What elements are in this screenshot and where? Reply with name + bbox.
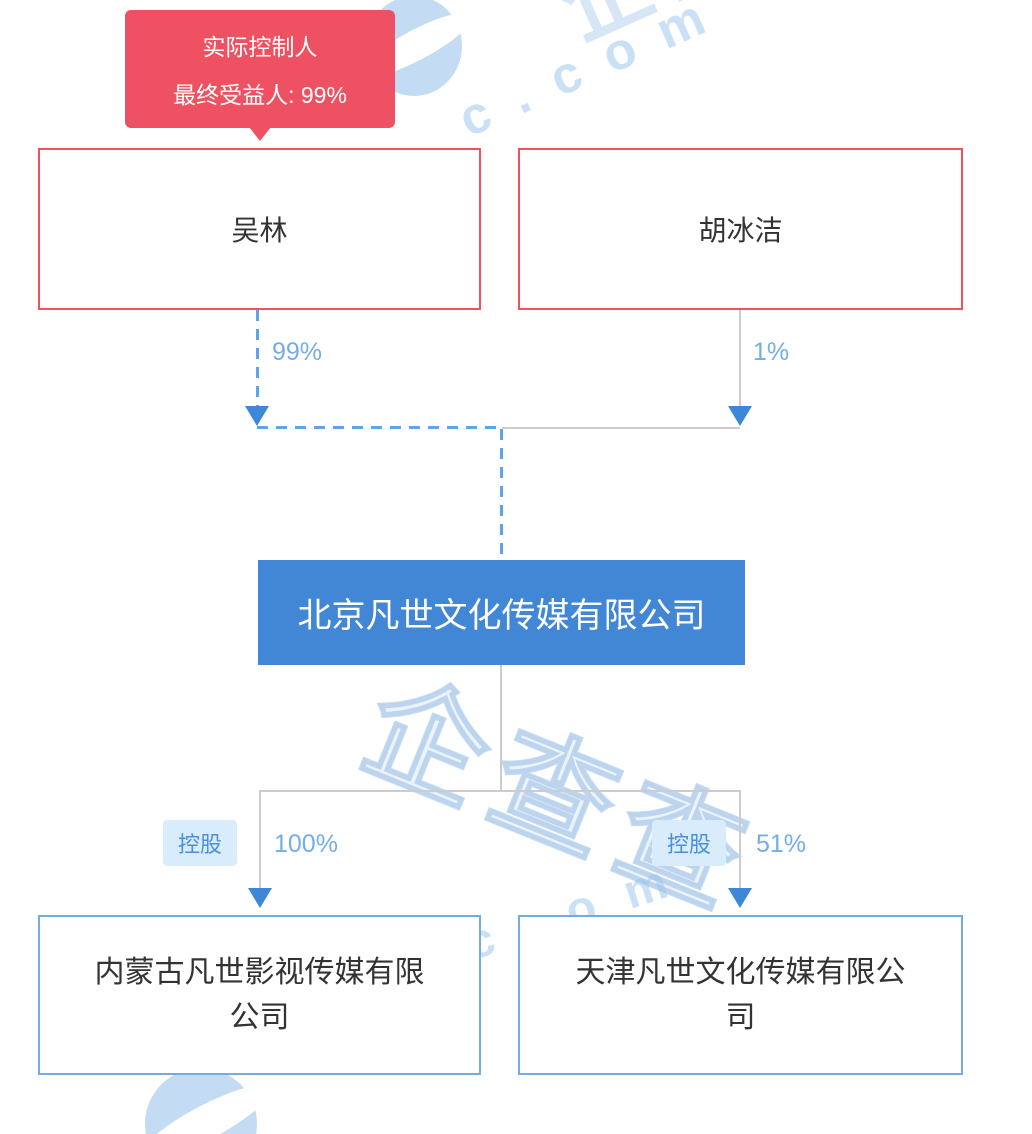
company-name: 北京凡世文化传媒有限公司 bbox=[297, 597, 706, 635]
arrow-down-icon bbox=[245, 406, 269, 426]
subsidiary-node[interactable]: 内蒙古凡世影视传媒有限公司 bbox=[38, 915, 481, 1075]
controller-tooltip-line2: 最终受益人: 99% bbox=[173, 82, 347, 108]
ownership-percent: 1% bbox=[753, 338, 790, 366]
watermark-brand-text: 企查查 bbox=[344, 656, 775, 937]
ownership-percent: 100% bbox=[274, 830, 338, 858]
holding-tag: 控股 bbox=[163, 820, 238, 866]
connector-line bbox=[256, 310, 259, 406]
arrow-down-icon bbox=[248, 888, 272, 908]
watermark-logo-icon bbox=[145, 1068, 257, 1134]
watermark-brand-partial-text: 企查 bbox=[538, 0, 776, 64]
connector-line bbox=[739, 310, 741, 406]
arrow-down-icon bbox=[728, 888, 752, 908]
company-node[interactable]: 北京凡世文化传媒有限公司 bbox=[258, 560, 745, 665]
controller-tooltip: 实际控制人 最终受益人: 99% bbox=[125, 10, 395, 141]
subsidiary-node[interactable]: 天津凡世文化传媒有限公司 bbox=[518, 915, 963, 1075]
subsidiary-name: 内蒙古凡世影视传媒有限公司 bbox=[94, 956, 425, 1034]
connector-line bbox=[259, 790, 261, 888]
ownership-percent: 51% bbox=[756, 830, 807, 858]
connector-line bbox=[257, 426, 502, 429]
ownership-percent: 99% bbox=[272, 338, 323, 366]
connector-line bbox=[502, 427, 740, 429]
holding-tag: 控股 bbox=[652, 820, 727, 866]
shareholder-name: 胡冰洁 bbox=[698, 215, 783, 246]
arrow-down-icon bbox=[728, 406, 752, 426]
connector-line bbox=[500, 429, 503, 560]
connector-line bbox=[739, 790, 741, 888]
subsidiary-name: 天津凡世文化传媒有限公司 bbox=[575, 956, 906, 1034]
watermark-domain-text: c.com bbox=[450, 0, 739, 149]
connector-line bbox=[500, 665, 502, 791]
shareholder-name: 吴林 bbox=[231, 215, 288, 246]
shareholder-node[interactable]: 胡冰洁 bbox=[518, 148, 963, 310]
connector-line bbox=[260, 790, 741, 792]
controller-tooltip-line1: 实际控制人 bbox=[202, 34, 318, 60]
tooltip-pointer bbox=[249, 127, 271, 141]
shareholder-node[interactable]: 吴林 bbox=[38, 148, 481, 310]
